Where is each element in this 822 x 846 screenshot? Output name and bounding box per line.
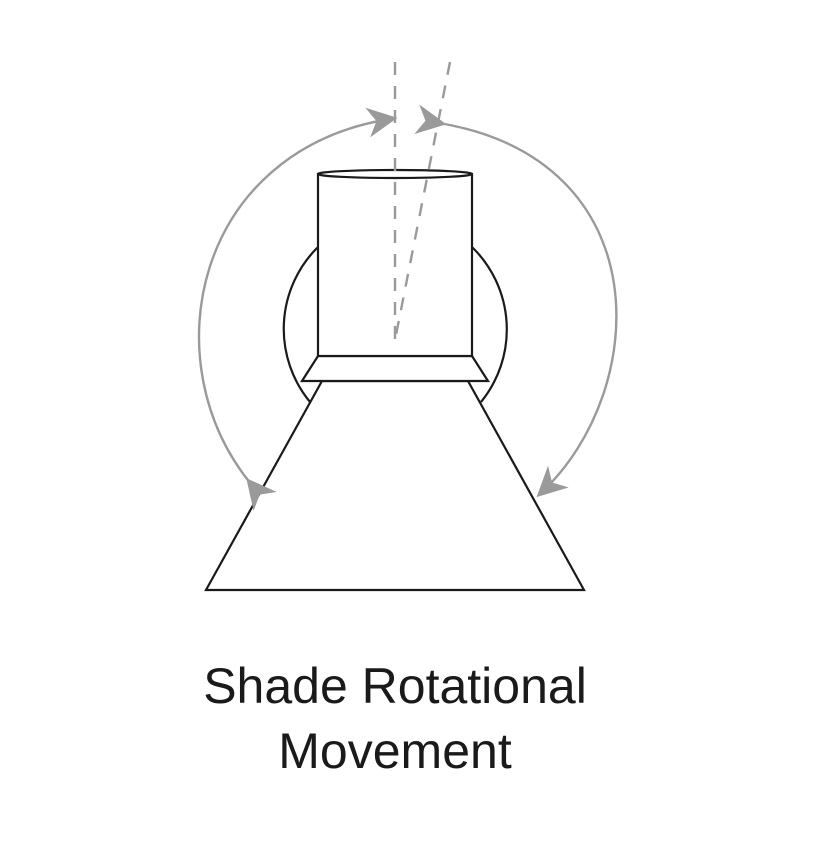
caption-line-2: Movement: [278, 723, 512, 779]
caption-line-1: Shade Rotational: [203, 658, 587, 714]
lamp-body-top: [316, 168, 474, 180]
rotation-arrow-left: [197, 107, 398, 511]
lamp-collar: [299, 354, 491, 383]
rotation-arrow-right: [414, 104, 618, 498]
lamp-shade: [204, 379, 586, 592]
